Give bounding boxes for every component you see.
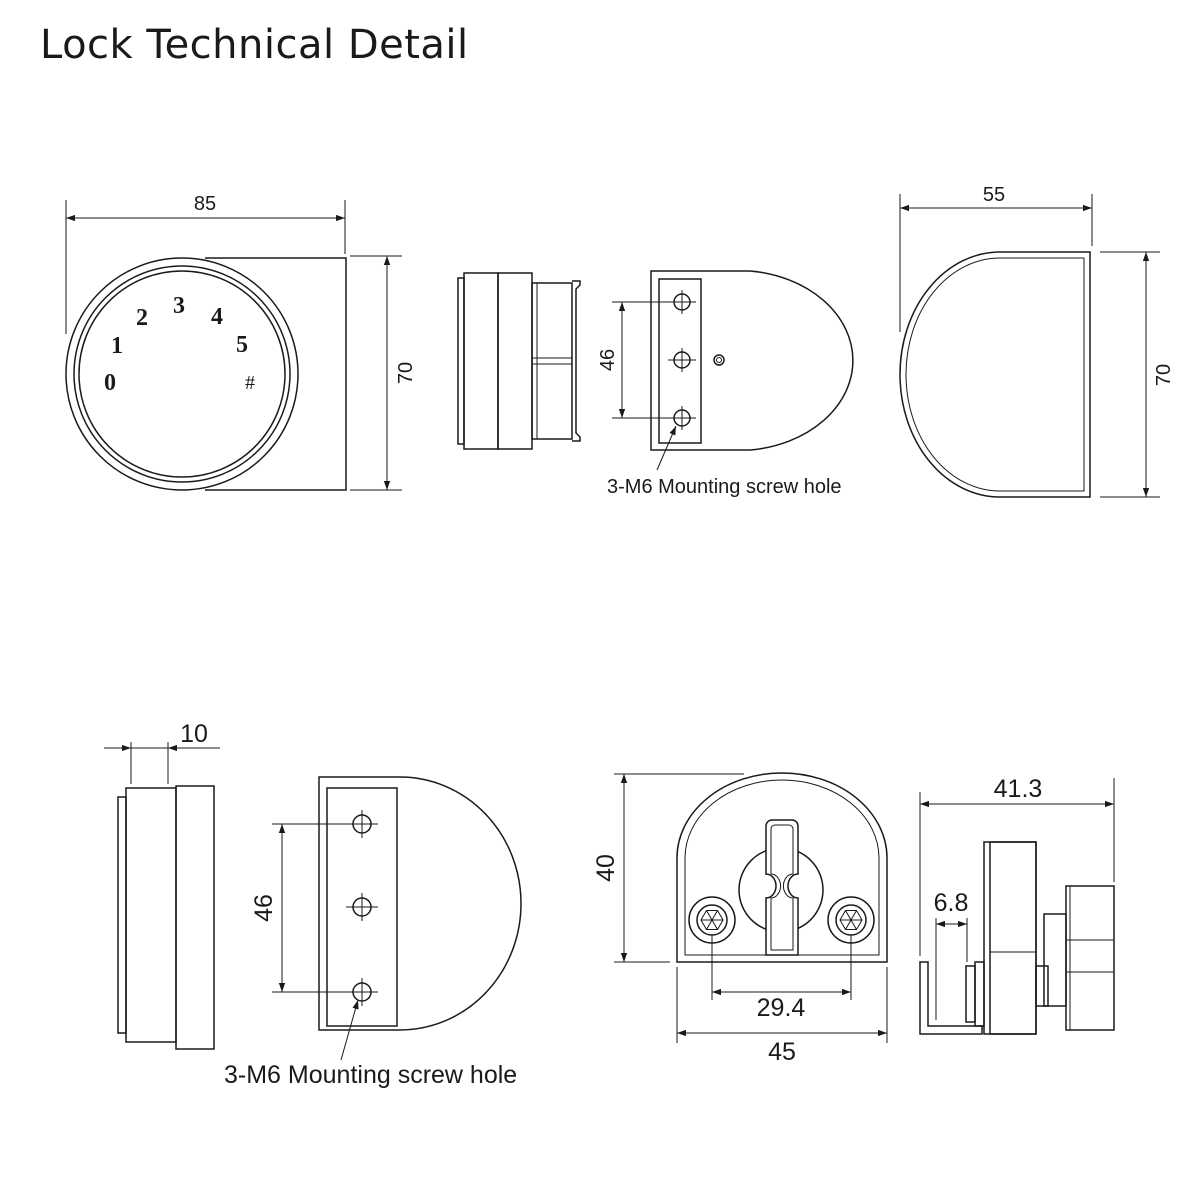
- clamp-front-view: [676, 772, 888, 963]
- keypad-key-4: 4: [211, 304, 223, 330]
- note-label-mounting-top: 3-M6 Mounting screw hole: [607, 476, 842, 498]
- dim-clamp-height: 40: [592, 773, 744, 963]
- note-mounting-bottom: 3-M6 Mounting screw hole: [224, 999, 517, 1089]
- screw-hole-top-3: [668, 406, 696, 430]
- keypad-key-0: 0: [104, 370, 116, 396]
- mounting-plate-bottom-view: [318, 776, 522, 1031]
- keypad-key-3: 3: [173, 293, 185, 319]
- dim-label-cover-depth: 55: [983, 184, 1005, 206]
- dim-label-bottom-thickness: 10: [180, 720, 208, 748]
- screw-hole-top-2: [668, 348, 696, 372]
- dim-cover-depth: 55: [899, 184, 1093, 332]
- cover-profile-view: [899, 251, 1091, 498]
- dim-side-depth: 41.3: [919, 775, 1115, 956]
- side-profile-view: [457, 272, 581, 450]
- clamp-side-view: [919, 841, 1115, 1035]
- dim-label-clamp-width: 45: [768, 1038, 796, 1066]
- note-mounting-top: 3-M6 Mounting screw hole: [607, 425, 842, 498]
- bottom-side-view: [117, 785, 215, 1050]
- dim-label-clamp-hole-spacing: 29.4: [757, 994, 806, 1022]
- page-title: Lock Technical Detail: [40, 22, 469, 68]
- dim-label-clamp-height: 40: [592, 854, 620, 882]
- dim-label-side-depth: 41.3: [994, 775, 1043, 803]
- dim-label-side-gap: 6.8: [934, 889, 969, 917]
- keypad-front-view: 0 1 2 3 4 5 #: [65, 257, 347, 491]
- dim-cover-height: 70: [1100, 251, 1175, 498]
- screw-hole-bottom-1: [346, 810, 378, 838]
- screw-hole-bottom-2: [346, 893, 378, 921]
- dim-clamp-hole-spacing: 29.4: [711, 935, 852, 1022]
- note-label-mounting-bottom: 3-M6 Mounting screw hole: [224, 1061, 517, 1089]
- dim-clamp-width: 45: [676, 967, 888, 1066]
- mounting-plate-top-view: [650, 270, 854, 451]
- dim-label-cover-height: 70: [1153, 364, 1175, 386]
- keypad-key-2: 2: [136, 305, 148, 331]
- dim-screw-spacing-top: 46: [597, 301, 672, 419]
- dim-label-front-height: 70: [395, 362, 417, 384]
- dim-front-width: 85: [65, 193, 346, 334]
- dim-side-gap: 6.8: [934, 889, 969, 1020]
- dim-screw-spacing-bottom: 46: [250, 823, 352, 993]
- screw-hole-top-1: [668, 290, 696, 314]
- keypad-key-1: 1: [111, 333, 123, 359]
- keypad-key-hash: #: [245, 372, 255, 394]
- dim-label-screw-spacing-bottom: 46: [250, 894, 278, 922]
- dim-label-front-width: 85: [194, 193, 216, 215]
- dim-label-screw-spacing-top: 46: [597, 349, 619, 371]
- keypad-key-5: 5: [236, 332, 248, 358]
- dim-front-height: 70: [350, 255, 417, 491]
- dim-bottom-thickness: 10: [104, 720, 220, 784]
